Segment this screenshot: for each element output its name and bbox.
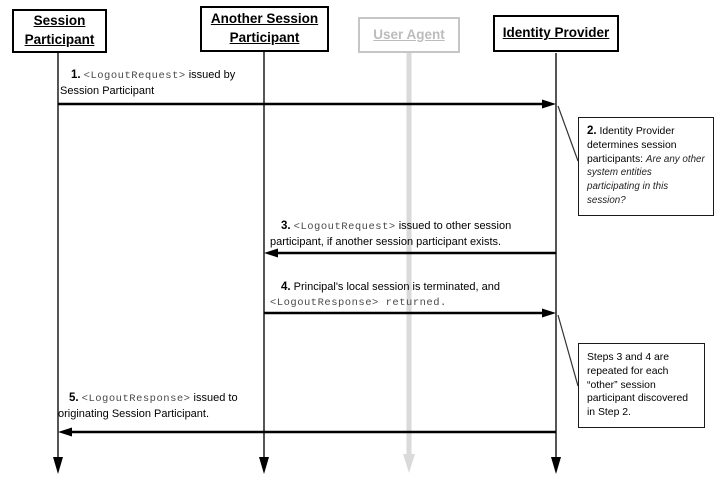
step-number: 5. — [69, 392, 79, 404]
message-arrowhead-icon — [58, 427, 72, 437]
message-label-3: 3. <LogoutRequest> issued to other sessi… — [270, 219, 565, 250]
message-text: issued by — [185, 69, 236, 81]
message-line: 4. Principal's local session is terminat… — [270, 280, 565, 295]
step-number: 4. — [281, 281, 291, 293]
lifeline-bottom-arrowhead-icon — [259, 457, 269, 474]
xml-element-name: <LogoutRequest> — [83, 70, 186, 82]
actor-session-participant: Session Participant — [12, 9, 107, 53]
actor-label: Another Session Participant — [210, 11, 319, 45]
note-step2: 2. Identity Provider determines session … — [578, 117, 714, 216]
message-line: 3. <LogoutRequest> issued to other sessi… — [270, 219, 565, 235]
message-line: 1. <LogoutRequest> issued by — [60, 68, 295, 84]
step-number: 3. — [281, 220, 291, 232]
message-label-5: 5. <LogoutResponse> issued to originatin… — [58, 391, 293, 422]
message-text: participant, if another session particip… — [270, 236, 502, 248]
message-arrowhead-icon — [264, 248, 278, 258]
message-label-1: 1. <LogoutRequest> issued by Session Par… — [60, 68, 295, 99]
lifeline-bottom-arrowhead-icon — [551, 457, 561, 474]
message-text: issued to other session — [395, 220, 512, 232]
note-italic-text: Are any other system entities participat… — [587, 153, 705, 206]
actor-label: Identity Provider — [502, 25, 610, 41]
message-text: Session Participant — [60, 85, 155, 97]
message-line: participant, if another session particip… — [270, 235, 565, 250]
lifeline-bottom-arrowhead-icon — [403, 454, 415, 473]
message-line: Session Participant — [60, 84, 295, 99]
step-number: 2. — [587, 125, 597, 137]
note-connector-step2 — [557, 105, 579, 162]
message-line: 5. <LogoutResponse> issued to — [58, 391, 293, 407]
message-text: issued to — [190, 392, 238, 404]
message-line: originating Session Participant. — [58, 407, 293, 422]
note-text: Steps 3 and 4 are repeated for each “oth… — [587, 352, 689, 419]
note-text: Identity Provider determines session par… — [587, 126, 677, 165]
note-connector-steps3-4 — [557, 314, 579, 387]
actor-identity-provider: Identity Provider — [493, 15, 619, 52]
xml-element-name: <LogoutResponse> returned. — [270, 297, 447, 309]
message-arrowhead-icon — [542, 308, 556, 318]
message-line: <LogoutResponse> returned. — [270, 295, 565, 311]
message-arrowhead-icon — [542, 99, 556, 109]
message-label-4: 4. Principal's local session is terminat… — [270, 280, 565, 311]
actor-label: Session Participant — [24, 13, 95, 47]
actor-label: User Agent — [373, 26, 445, 42]
step-number: 1. — [71, 69, 81, 81]
message-text: Principal's local session is terminated,… — [290, 281, 500, 293]
actor-another-session-participant: Another Session Participant — [200, 6, 329, 52]
message-text: originating Session Participant. — [58, 408, 210, 420]
actor-user-agent: User Agent — [358, 17, 460, 53]
lifeline-bottom-arrowhead-icon — [53, 457, 63, 474]
xml-element-name: <LogoutResponse> — [81, 393, 191, 405]
note-steps3-4: Steps 3 and 4 are repeated for each “oth… — [578, 343, 705, 428]
xml-element-name: <LogoutRequest> — [293, 221, 396, 233]
